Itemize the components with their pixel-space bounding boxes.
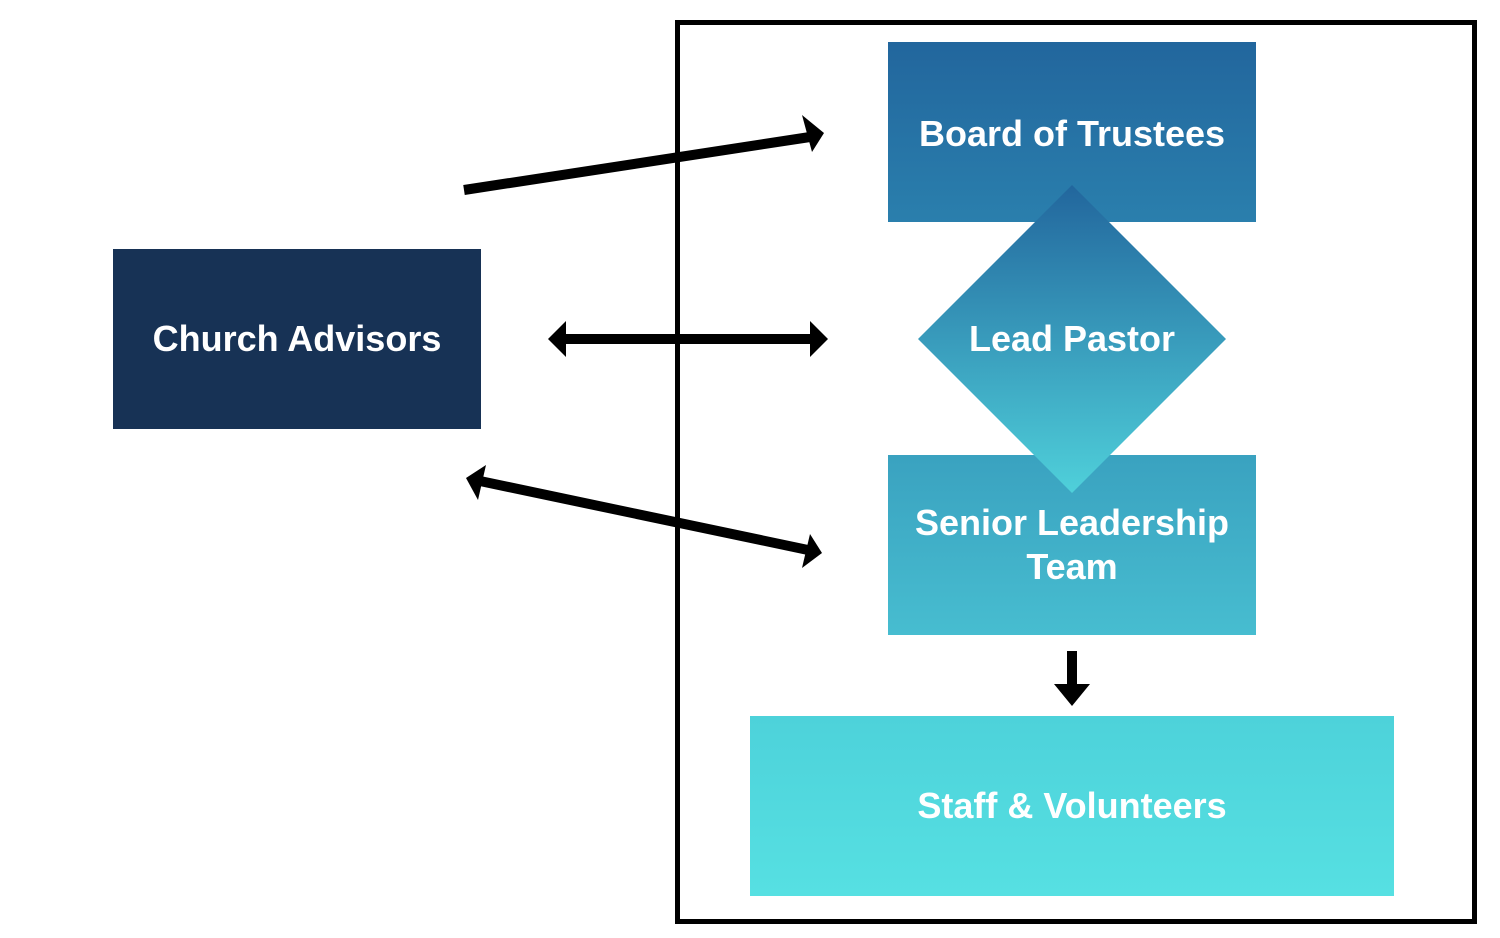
lead-pastor-label: Lead Pastor bbox=[968, 318, 1176, 359]
staff-and-volunteers-box: Staff & Volunteers bbox=[750, 716, 1394, 896]
advisors-lead-pastor-left-arrowhead bbox=[548, 321, 566, 357]
advisors-to-board-arrow-shaft bbox=[463, 132, 811, 195]
advisors-senior-team-left-arrowhead bbox=[466, 465, 486, 500]
senior-leadership-team-label: Senior Leadership Team bbox=[914, 502, 1230, 587]
church-advisors-label: Church Advisors bbox=[152, 318, 442, 359]
organization-boundary-frame bbox=[675, 20, 1477, 924]
senior-team-to-staff-arrowhead bbox=[1054, 684, 1090, 706]
advisors-to-board-arrowhead bbox=[802, 115, 824, 152]
staff-and-volunteers-label: Staff & Volunteers bbox=[917, 785, 1227, 826]
lead-pastor-diamond: Lead Pastor bbox=[918, 185, 1226, 493]
lead-pastor-diamond-shape bbox=[918, 185, 1226, 493]
advisors-lead-pastor-right-arrowhead bbox=[810, 321, 828, 357]
advisors-senior-team-right-arrowhead bbox=[802, 534, 822, 568]
church-advisors-box: Church Advisors bbox=[113, 249, 481, 429]
board-of-trustees-label: Board of Trustees bbox=[918, 113, 1226, 154]
advisors-senior-team-arrow-shaft bbox=[478, 476, 810, 555]
